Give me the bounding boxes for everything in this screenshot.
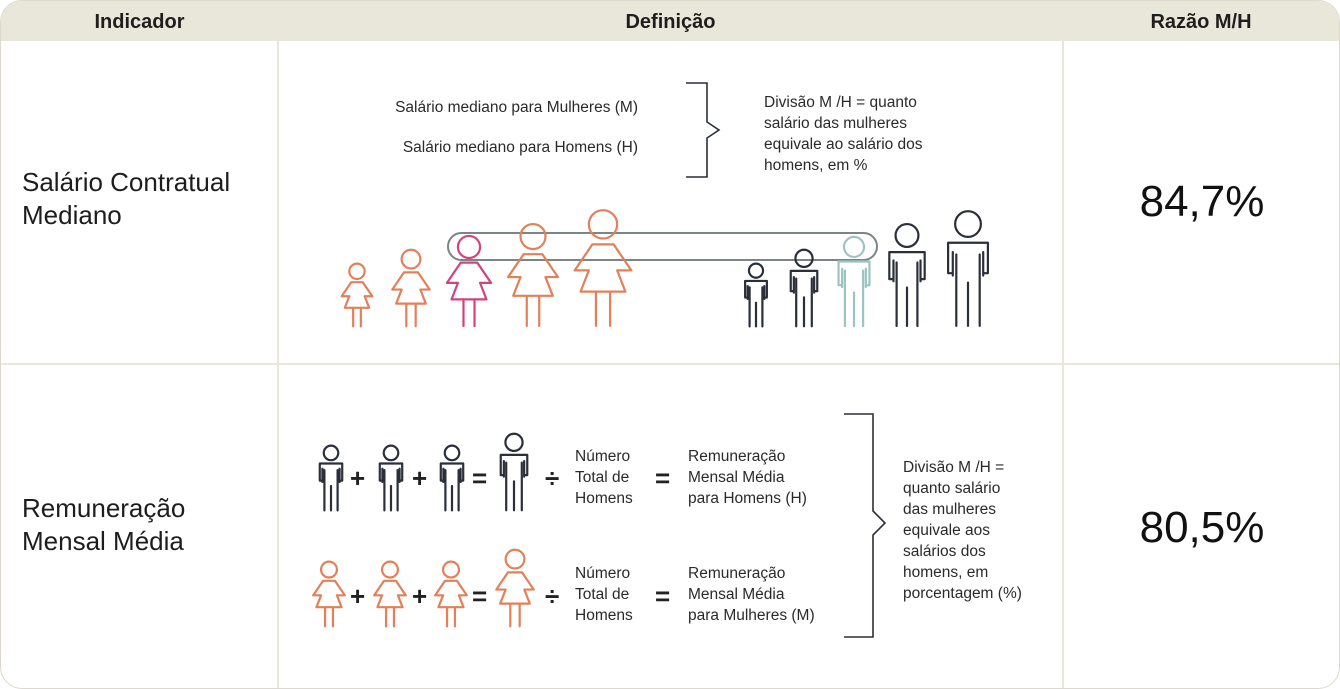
row2-indicator: Remuneração Mensal Média <box>22 492 185 558</box>
man-icon <box>744 262 768 328</box>
women-count-line: Homens <box>575 607 633 624</box>
row2-indicator-line2: Mensal Média <box>22 526 184 556</box>
header-definition: Definição <box>625 11 716 33</box>
men-count-line: Total de <box>575 469 630 486</box>
row1-division-line: Divisão M /H = quanto <box>764 94 917 111</box>
women-result-line: para Mulheres (M) <box>688 607 815 624</box>
header-ratio: Razão M/H <box>1150 11 1252 33</box>
row1-division-line: equivale ao salário dos <box>764 136 923 153</box>
man-icon <box>888 222 926 328</box>
women-result-line: Mensal Média <box>688 586 785 603</box>
row1-division-text: Divisão M /H = quanto salário das mulher… <box>764 92 923 176</box>
row1-division-line: salário das mulheres <box>764 115 908 132</box>
equals-operator: = <box>655 581 671 611</box>
man-icon <box>837 235 871 328</box>
woman-icon <box>495 548 535 628</box>
man-icon <box>318 444 344 512</box>
men-result-line: Remuneração <box>688 448 786 465</box>
woman-icon <box>340 262 374 328</box>
row1-indicator-line1: Salário Contratual <box>22 167 231 197</box>
bracket-icon <box>686 82 721 178</box>
woman-icon <box>391 248 431 328</box>
plus-operator: + <box>412 463 428 493</box>
men-count-text: Número Total de Homens <box>575 446 633 509</box>
row2-division-line: homens, em <box>903 564 989 581</box>
women-result-line: Remuneração <box>688 565 786 582</box>
equals-operator: = <box>655 463 671 493</box>
men-result-line: para Homens (H) <box>688 490 807 507</box>
row2-division-line: porcentagem (%) <box>903 585 1022 602</box>
women-count-line: Total de <box>575 586 630 603</box>
table-header <box>1 1 1339 41</box>
woman-icon <box>506 222 560 328</box>
woman-icon <box>373 560 407 628</box>
row-divider <box>1 363 1339 365</box>
man-icon <box>378 444 404 512</box>
woman-icon <box>434 560 468 628</box>
row2-division-line: salários dos <box>903 543 986 560</box>
men-count-line: Homens <box>575 490 633 507</box>
man-icon <box>789 248 819 328</box>
row1-indicator-line2: Mediano <box>22 200 122 230</box>
women-count-text: Número Total de Homens <box>575 563 633 626</box>
woman-icon <box>573 209 633 327</box>
bracket-icon <box>844 413 887 638</box>
row2-division-line: Divisão M /H = <box>903 459 1005 476</box>
header-indicator: Indicador <box>94 11 185 33</box>
average-people-illustration <box>312 432 535 628</box>
women-count-line: Número <box>575 565 631 582</box>
plus-operator: + <box>350 581 366 611</box>
equals-operator: = <box>472 463 488 493</box>
row2-division-text: Divisão M /H = quanto salário das mulher… <box>903 457 1022 604</box>
equals-operator: = <box>472 581 488 611</box>
man-icon <box>499 432 529 512</box>
row1-division-line: homens, em % <box>764 157 868 174</box>
man-icon <box>439 444 465 512</box>
men-result-text: Remuneração Mensal Média para Homens (H) <box>688 446 807 509</box>
woman-icon <box>445 234 493 328</box>
divide-operator: ÷ <box>545 581 560 611</box>
men-count-line: Número <box>575 448 631 465</box>
row1-ratio-value: 84,7% <box>1139 177 1265 226</box>
row2-division-line: das mulheres <box>903 501 997 518</box>
row2-division-line: quanto salário <box>903 480 1001 497</box>
row2-division-line: equivale aos <box>903 522 991 539</box>
women-result-text: Remuneração Mensal Média para Mulheres (… <box>688 563 815 626</box>
man-icon <box>947 210 989 327</box>
row1-men-label: Salário mediano para Homens (H) <box>402 139 638 156</box>
divide-operator: ÷ <box>545 463 560 493</box>
row1-indicator: Salário Contratual Mediano <box>22 166 230 232</box>
plus-operator: + <box>412 581 428 611</box>
plus-operator: + <box>350 463 366 493</box>
row1-women-label: Salário mediano para Mulheres (M) <box>395 99 638 116</box>
men-result-line: Mensal Média <box>688 469 785 486</box>
median-band <box>447 232 878 261</box>
row2-indicator-line1: Remuneração <box>22 493 186 523</box>
woman-icon <box>312 560 346 628</box>
median-people-illustration <box>340 209 989 328</box>
row2-ratio-value: 80,5% <box>1139 503 1265 552</box>
